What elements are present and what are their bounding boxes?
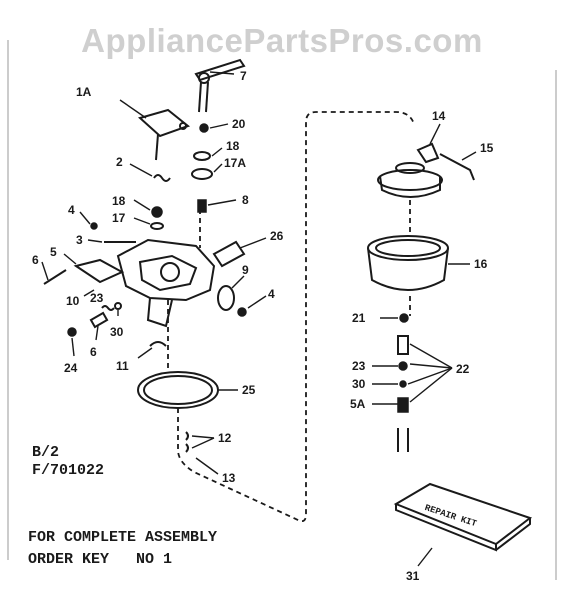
callout-17A: 17A <box>224 156 246 170</box>
callout-18b: 18 <box>112 194 126 208</box>
part-7-throttle-lever <box>194 58 246 113</box>
callout-2: 2 <box>116 155 123 169</box>
part-8-screw <box>197 199 207 213</box>
callout-20: 20 <box>232 117 246 131</box>
part-20-screw <box>199 123 209 133</box>
part-9-plate <box>217 285 235 311</box>
part-6-needle-valve <box>89 311 109 329</box>
part-12-clips <box>185 431 189 453</box>
callout-5A: 5A <box>350 397 366 411</box>
part-31-repair-kit: REPAIR KIT <box>393 482 533 552</box>
dashed-fuel-path <box>167 111 415 523</box>
callout-3: 3 <box>76 233 83 247</box>
part-30-oring <box>114 302 122 310</box>
callout-15: 15 <box>480 141 494 155</box>
part-25-gasket <box>137 371 219 409</box>
part-18-washer-top <box>193 151 211 161</box>
part-6-screw-left <box>43 269 67 285</box>
part-1A-choke-plate <box>137 108 191 161</box>
part-26-fitting <box>212 240 246 268</box>
callout-26: 26 <box>270 229 284 243</box>
callout-11: 11 <box>116 359 129 373</box>
callout-10: 10 <box>66 294 80 308</box>
part-16-float-bowl <box>367 235 449 291</box>
leader-lines <box>41 71 477 567</box>
callout-16: 16 <box>474 257 488 271</box>
callout-8: 8 <box>242 193 249 207</box>
part-15-lever <box>439 153 475 181</box>
callout-31: 31 <box>406 569 420 583</box>
callout-6a: 6 <box>32 253 39 267</box>
callout-6b: 6 <box>90 345 97 359</box>
model-code-line2: F/701022 <box>32 462 104 479</box>
part-24-screw <box>67 327 77 337</box>
callout-30a: 30 <box>110 325 124 339</box>
model-code-line1: B/2 <box>32 444 59 461</box>
callout-13: 13 <box>222 471 236 485</box>
part-4-screw-left <box>90 222 98 230</box>
watermark: AppliancePartsPros.com <box>81 22 483 59</box>
callout-30b: 30 <box>352 377 366 391</box>
callout-18a: 18 <box>226 139 240 153</box>
part-2-spring <box>153 174 171 182</box>
callout-23b: 23 <box>352 359 366 373</box>
part-14-bowl-cover <box>377 142 443 198</box>
callout-14: 14 <box>432 109 446 123</box>
carburetor-body <box>73 238 216 328</box>
part-21-seat <box>399 313 409 323</box>
callout-7: 7 <box>240 69 247 83</box>
callout-12: 12 <box>218 431 232 445</box>
callout-1A: 1A <box>76 85 92 99</box>
part-4-screw-right <box>237 307 247 317</box>
callout-25: 25 <box>242 383 256 397</box>
part-23-spring <box>101 305 115 311</box>
part-22-needle-stack <box>397 335 409 452</box>
callout-17: 17 <box>112 211 126 225</box>
callout-23a: 23 <box>90 291 104 305</box>
footer-line2: ORDER KEY NO 1 <box>28 551 172 568</box>
footer-line1: FOR COMPLETE ASSEMBLY <box>28 529 217 546</box>
callout-4b: 4 <box>268 287 275 301</box>
callout-21: 21 <box>352 311 366 325</box>
part-17-seal <box>150 222 164 230</box>
part-18-washer <box>151 206 163 218</box>
part-11-fitting <box>149 341 167 347</box>
callout-5: 5 <box>50 245 57 259</box>
callout-24: 24 <box>64 361 78 375</box>
callout-22: 22 <box>456 362 470 376</box>
part-17A-ring <box>191 168 213 180</box>
callout-4a: 4 <box>68 203 75 217</box>
callout-9: 9 <box>242 263 249 277</box>
